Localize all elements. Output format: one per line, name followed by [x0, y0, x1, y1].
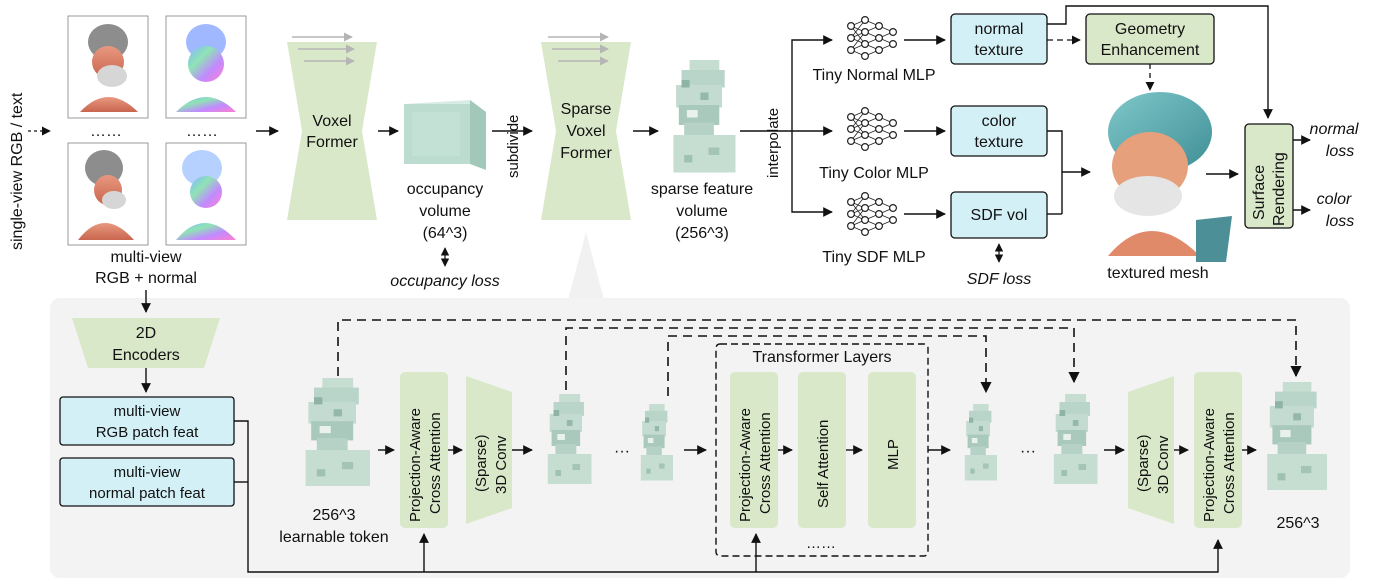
ellipsis-1: ···	[614, 443, 630, 460]
surface-rendering-line2: Rendering	[1271, 152, 1288, 226]
sc2-line2: 3D Conv	[1155, 435, 1172, 494]
multiview-label-2: RGB + normal	[95, 270, 197, 287]
mlp-label: MLP	[885, 439, 902, 470]
normal-mlp-icon	[846, 16, 898, 60]
normal-patch-line1: multi-view	[114, 464, 181, 481]
self-attention-block: Self Attention	[798, 372, 846, 528]
normal-texture-line2: texture	[975, 42, 1024, 59]
sparse-conv-2: (Sparse) 3D Conv	[1128, 376, 1174, 524]
color-loss-line1: color	[1317, 191, 1352, 208]
dots-left: ……	[90, 123, 122, 140]
occupancy-label-1: occupancy	[407, 181, 484, 198]
rgb-patch-line1: multi-view	[114, 403, 181, 420]
occupancy-loss: occupancy loss	[390, 273, 499, 290]
proj-cross-attn-2: Projection-Aware Cross Attention	[1194, 372, 1242, 528]
normal-texture-line1: normal	[975, 21, 1024, 38]
learnable-token-line1: 256^3	[312, 507, 355, 524]
interpolate-label: interpolate	[765, 108, 782, 178]
sdf-vol-box: SDF vol	[950, 191, 1048, 239]
geometry-enhancement-line2: Enhancement	[1101, 42, 1200, 59]
color-loss-line2: loss	[1326, 213, 1354, 230]
normal-patch-line2: normal patch feat	[89, 485, 206, 502]
proj-cross-attn-1: Projection-Aware Cross Attention	[400, 372, 448, 528]
normal-loss-line2: loss	[1326, 143, 1354, 160]
sparse-feature-label-1: sparse feature	[651, 181, 753, 198]
normal-loss-line1: normal	[1310, 121, 1359, 138]
mlp-block: MLP	[868, 372, 916, 528]
color-texture-line1: color	[982, 113, 1017, 130]
voxel-former-line1: Voxel	[312, 113, 351, 130]
geometry-enhancement-line1: Geometry	[1115, 21, 1185, 38]
sc1-line2: 3D Conv	[493, 435, 510, 494]
learnable-token-line2: learnable token	[279, 529, 388, 546]
pcatl-line1: Projection-Aware	[737, 408, 754, 522]
multiview-label-1: multi-view	[110, 249, 182, 266]
svf-line2: Voxel	[566, 123, 605, 140]
occupancy-label-2: volume	[419, 203, 471, 220]
sdf-vol-label: SDF vol	[971, 207, 1028, 224]
multiview-images: …… ……	[67, 15, 247, 246]
sdf-loss: SDF loss	[967, 271, 1032, 288]
sparse-feature-label-2: volume	[676, 203, 728, 220]
pca2-line1: Projection-Aware	[1201, 408, 1218, 522]
zoom-connector	[568, 232, 604, 300]
sparse-conv-1: (Sparse) 3D Conv	[466, 376, 512, 524]
sparse-feature-voxel-bust	[673, 60, 736, 173]
voxel-former-block: Voxel Former	[287, 32, 377, 220]
color-mlp-label: Tiny Color MLP	[819, 165, 929, 182]
pca2-line2: Cross Attention	[1221, 412, 1238, 514]
output-label: 256^3	[1276, 515, 1319, 532]
pca1-line2: Cross Attention	[427, 412, 444, 514]
sdf-mlp-icon	[846, 192, 898, 236]
rgb-patch-feat-box: multi-view RGB patch feat	[59, 396, 235, 446]
voxel-former-line2: Former	[306, 134, 358, 151]
sc2-line1: (Sparse)	[1135, 434, 1152, 492]
normal-texture-box: normal texture	[950, 13, 1048, 65]
more-layers: ……	[806, 535, 836, 552]
textured-mesh-image	[1108, 92, 1232, 262]
normal-patch-feat-box: multi-view normal patch feat	[59, 457, 235, 507]
color-texture-box: color texture	[950, 105, 1048, 157]
occupancy-cube	[404, 100, 486, 170]
svf-line1: Sparse	[561, 101, 612, 118]
svf-line3: Former	[560, 145, 612, 162]
textured-mesh-label: textured mesh	[1107, 265, 1208, 282]
geometry-enhancement-box: Geometry Enhancement	[1085, 13, 1215, 65]
detail-panel	[50, 298, 1350, 578]
self-attention-label: Self Attention	[815, 420, 832, 508]
rgb-patch-line2: RGB patch feat	[96, 424, 199, 441]
sparse-feature-label-3: (256^3)	[675, 225, 729, 242]
pcatl-line2: Cross Attention	[757, 412, 774, 514]
surface-rendering-box: Surface Rendering	[1244, 123, 1294, 229]
pca1-line1: Projection-Aware	[407, 408, 424, 522]
color-mlp-icon	[846, 106, 898, 151]
normal-mlp-label: Tiny Normal MLP	[813, 67, 936, 84]
encoders-line1: 2D	[136, 325, 156, 342]
input-label: single-view RGB / text	[9, 92, 26, 250]
encoders-block: 2D Encoders	[72, 318, 220, 368]
encoders-line2: Encoders	[112, 347, 180, 364]
color-texture-line2: texture	[975, 134, 1024, 151]
sdf-mlp-label: Tiny SDF MLP	[822, 249, 925, 266]
transformer-title: Transformer Layers	[753, 349, 892, 366]
surface-rendering-line1: Surface	[1251, 165, 1268, 220]
ellipsis-2: ···	[1020, 443, 1036, 460]
sparse-voxel-former-block: Sparse Voxel Former	[541, 32, 631, 220]
occupancy-label-3: (64^3)	[423, 225, 468, 242]
subdivide-label: subdivide	[505, 115, 522, 178]
dots-right: ……	[186, 123, 218, 140]
proj-cross-attn-tl: Projection-Aware Cross Attention	[730, 372, 778, 528]
skip-connections	[337, 319, 1302, 396]
sc1-line1: (Sparse)	[473, 434, 490, 492]
